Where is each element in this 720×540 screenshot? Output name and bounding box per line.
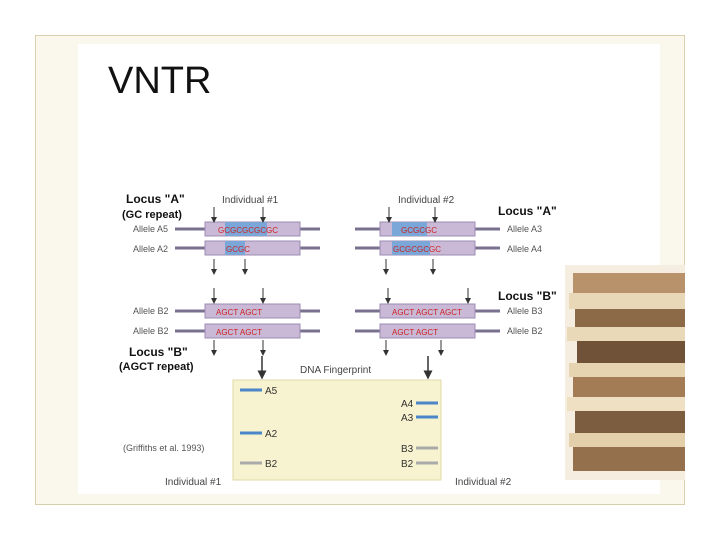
allele-label-left: Allele A5 <box>133 224 168 234</box>
book-stack-image <box>565 265 685 480</box>
dna-strand <box>175 221 320 237</box>
repeat-sequence: AGCT AGCT AGCT <box>392 308 462 317</box>
band-label: A5 <box>265 386 278 397</box>
allele-label-right: Allele B3 <box>507 306 543 316</box>
dna-strand <box>175 323 320 339</box>
band-label: A3 <box>401 413 414 424</box>
band-label: A4 <box>401 399 414 410</box>
dna-strand <box>355 221 500 237</box>
allele-label-left: Allele B2 <box>133 326 169 336</box>
locus-b-left-sub: (AGCT repeat) <box>119 361 194 373</box>
individual-2-footer: Individual #2 <box>455 477 512 488</box>
slide-title: VNTR <box>108 60 212 102</box>
dna-strand <box>355 240 500 256</box>
dna-strand <box>175 240 320 256</box>
locus-a-right-label: Locus "A" <box>498 204 557 218</box>
transfer-arrows <box>257 356 433 380</box>
dna-strand <box>355 303 500 319</box>
band-label: B2 <box>401 459 414 470</box>
individual-1-footer: Individual #1 <box>165 477 222 488</box>
repeat-sequence: AGCT AGCT <box>392 328 438 337</box>
cut-site-arrows <box>211 207 471 356</box>
repeat-sequence: AGCT AGCT <box>216 308 262 317</box>
allele-label-right: Allele B2 <box>507 326 543 336</box>
allele-label-left: Allele B2 <box>133 306 169 316</box>
repeat-sequence: GCGCGCGC <box>393 245 441 254</box>
band-label: B2 <box>265 459 278 470</box>
repeat-sequence: GCGC <box>226 245 250 254</box>
repeat-sequence: GCGCGCGCGC <box>218 226 278 235</box>
locus-a-left-sub: (GC repeat) <box>122 209 182 221</box>
dna-strand <box>175 303 320 319</box>
dna-strand <box>355 323 500 339</box>
repeat-sequence: AGCT AGCT <box>216 328 262 337</box>
repeat-sequence: GCGCGC <box>401 226 437 235</box>
citation: (Griffiths et al. 1993) <box>123 443 204 453</box>
band-label: B3 <box>401 444 414 455</box>
locus-b-right-label: Locus "B" <box>498 289 557 303</box>
band-label: A2 <box>265 429 278 440</box>
fingerprint-gel <box>232 379 442 481</box>
individual-1-header: Individual #1 <box>222 195 279 206</box>
allele-label-right: Allele A3 <box>507 224 542 234</box>
fingerprint-title: DNA Fingerprint <box>300 365 371 376</box>
allele-label-right: Allele A4 <box>507 244 542 254</box>
locus-a-left-label: Locus "A" <box>126 192 185 206</box>
locus-b-left-label: Locus "B" <box>129 345 188 359</box>
individual-2-header: Individual #2 <box>398 195 455 206</box>
allele-label-left: Allele A2 <box>133 244 168 254</box>
